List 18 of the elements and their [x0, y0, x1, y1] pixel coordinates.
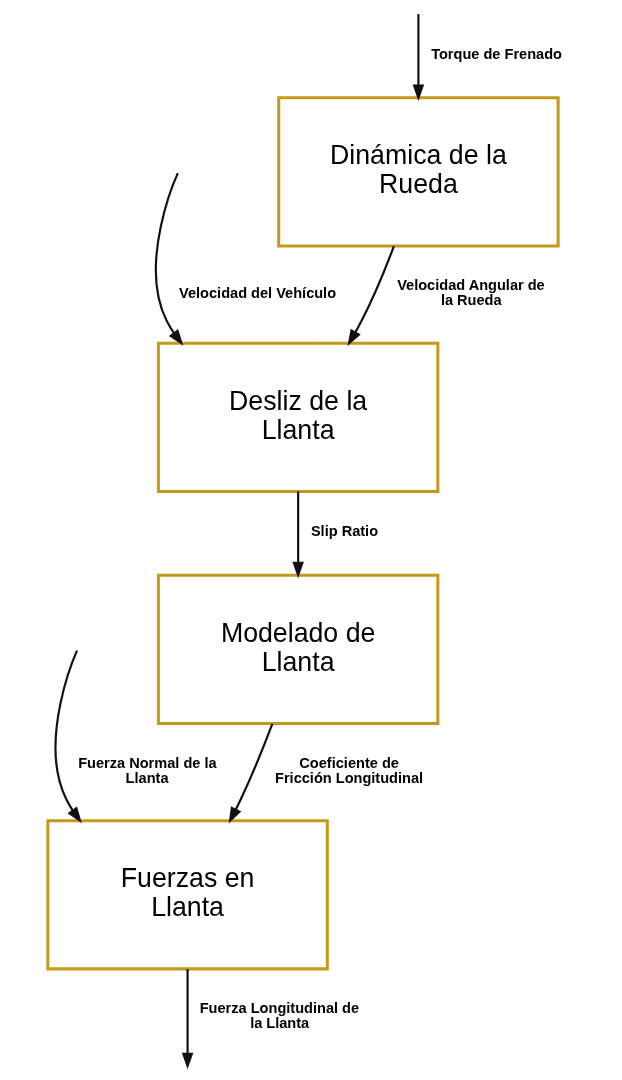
- arrow: [346, 245, 395, 346]
- arrow: [412, 14, 424, 102]
- edge-label: Fuerza Normal de la Llanta: [77, 754, 217, 786]
- edge-label: Velocidad del Vehículo: [178, 284, 336, 301]
- edge-label: Torque de Frenado: [430, 46, 562, 63]
- node-box: Desliz de la Llanta: [156, 341, 439, 493]
- arrow: [54, 650, 82, 824]
- node-box: Modelado de Llanta: [156, 573, 439, 725]
- arrow: [291, 491, 304, 579]
- arrow: [181, 969, 193, 1070]
- node-box: Dinámica de la Rueda: [276, 96, 560, 248]
- edge-label: Velocidad Angular de la Rueda: [396, 277, 545, 309]
- edge-label: Slip Ratio: [310, 523, 378, 540]
- arrow: [154, 172, 183, 346]
- node-box: Fuerzas en Llanta: [45, 819, 329, 971]
- edge-label: Fuerza Longitudinal de la Llanta: [199, 1000, 359, 1031]
- arrow: [228, 723, 273, 824]
- edge-label: Coeficiente de Fricción Longitudinal: [274, 754, 423, 786]
